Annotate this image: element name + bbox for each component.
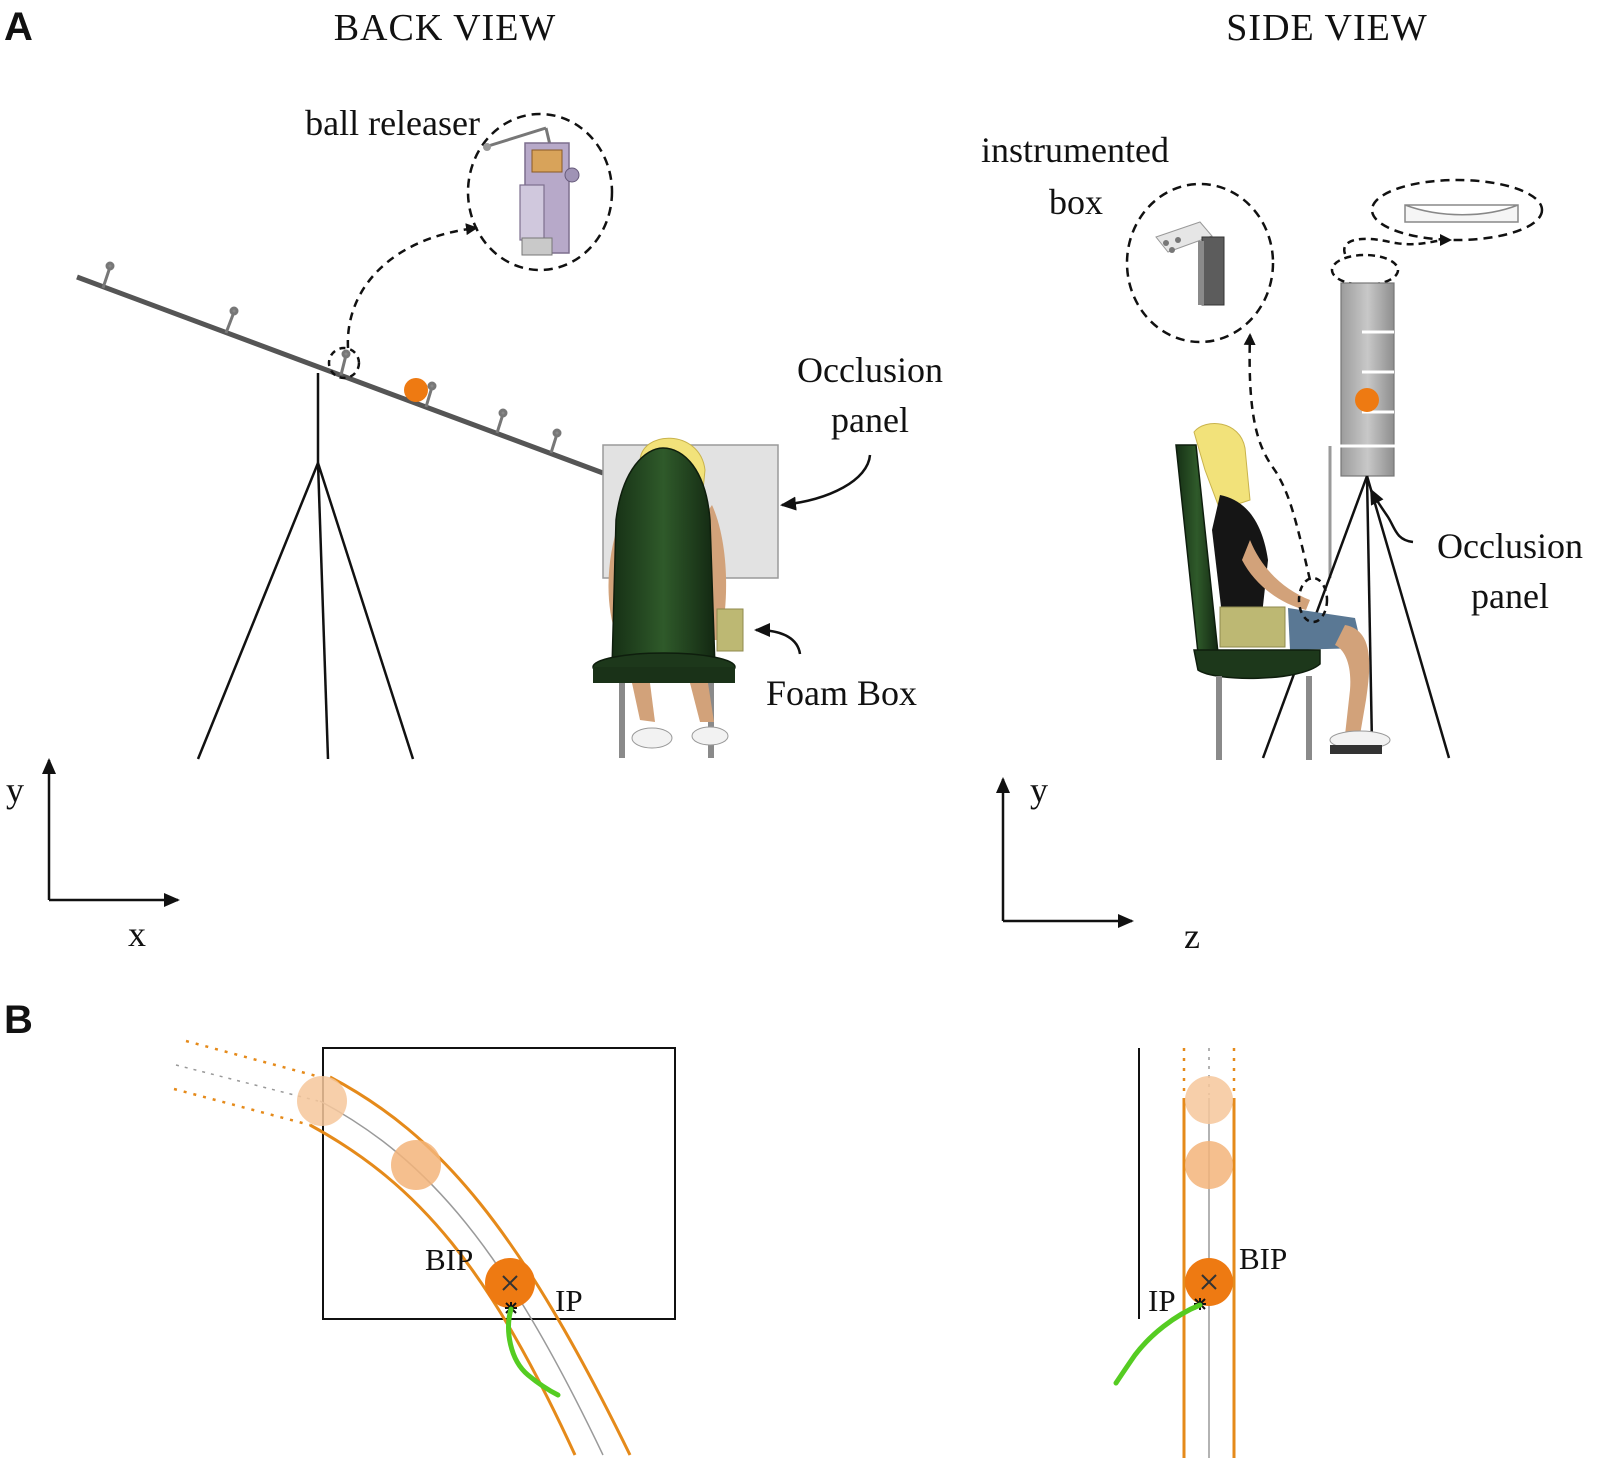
foam-box-label: Foam Box: [766, 673, 917, 713]
side-person-lower-leg: [1335, 625, 1370, 735]
back-axis-x-label: x: [128, 914, 146, 954]
tower-markers: [1332, 330, 1398, 448]
panel-b-right-bip-label: BIP: [1239, 1241, 1287, 1276]
side-person-arm: [1242, 540, 1310, 610]
side-person-torso: [1212, 495, 1268, 615]
releaser-zoom-arrow: [346, 223, 478, 349]
back-view-axes: [42, 758, 180, 907]
bip-marker: [502, 1275, 518, 1291]
side-ball-position-2: [1185, 1141, 1233, 1189]
tower-top-zoom-ellipse: [1370, 178, 1544, 242]
side-bip-marker: [1201, 1274, 1217, 1290]
side-view-axes: [996, 777, 1134, 928]
releaser-mount-highlight: [327, 346, 361, 380]
ball: [404, 378, 428, 402]
trajectory-upper-dotted: [185, 1039, 321, 1079]
person-left-shoe: [631, 727, 673, 749]
panel-b-left-bip-label: BIP: [425, 1242, 473, 1277]
instrumented-box-label-line1: instrumented: [981, 130, 1169, 170]
person-right-shoe: [691, 726, 729, 746]
hand-path: [506, 1306, 561, 1398]
hand-highlight: [1297, 576, 1329, 624]
side-hand-path: [1113, 1302, 1203, 1386]
trajectory-center: [319, 1100, 604, 1456]
tower-top-highlight: [1330, 253, 1400, 287]
side-ball-position-1: [1185, 1076, 1233, 1124]
ball-releaser-label: ball releaser: [305, 103, 480, 143]
tripod: [196, 373, 415, 760]
ramp-tower: [1340, 282, 1395, 477]
back-view-illustration: [76, 112, 872, 760]
trajectory-lower-boundary: [309, 1123, 577, 1456]
chair-back: [611, 447, 716, 669]
trajectory-lower-dotted: [173, 1087, 311, 1127]
occlusion-panel-label-line1: Occlusion: [797, 350, 943, 390]
occlusion-window: [322, 1047, 676, 1320]
rail-posts: [101, 261, 562, 454]
side-foam-box: [1219, 606, 1286, 648]
instrumented-box-label-line2: box: [1049, 182, 1103, 222]
releaser-zoom-circle: [466, 112, 614, 272]
side-view-title: SIDE VIEW: [1226, 7, 1427, 49]
ball-position-1: [297, 1076, 347, 1126]
panel-b-left-ip-label: IP: [555, 1283, 583, 1318]
trajectory-center-dotted: [175, 1064, 319, 1102]
instrumented-box-device: [1155, 221, 1225, 306]
side-person-hair: [1193, 423, 1251, 511]
trajectory-upper-boundary: [329, 1075, 632, 1456]
side-occlusion-label-line1: Occlusion: [1437, 526, 1583, 566]
foam-box-arrow: [754, 623, 802, 655]
panel-b-right-ip-label: IP: [1148, 1283, 1176, 1318]
panel-b-back-trajectory: [173, 1039, 676, 1456]
panel-b-side-trajectory: [1113, 1048, 1236, 1458]
person-right-leg: [690, 683, 714, 722]
person-left-leg: [632, 683, 655, 722]
side-axis-z-label: z: [1184, 916, 1200, 956]
ramp-rail: [76, 274, 604, 476]
back-axis-y-label: y: [6, 770, 24, 810]
side-view-illustration: [1125, 178, 1544, 760]
occlusion-panel-arrow: [780, 454, 872, 511]
chair-seat-front: [593, 667, 735, 683]
side-axis-y-label: y: [1030, 770, 1048, 810]
side-occlusion-label-line2: panel: [1471, 576, 1549, 616]
instrumented-box-arrow: [1243, 333, 1312, 581]
panel-b-letter: B: [4, 998, 33, 1042]
instrumented-box-zoom-circle: [1125, 182, 1275, 344]
tower-top-profile: [1404, 204, 1519, 223]
back-view-title: BACK VIEW: [334, 7, 557, 49]
foam-box: [716, 608, 744, 652]
panel-a-letter: A: [4, 5, 33, 49]
side-occlusion-arrow: [1369, 488, 1414, 544]
occlusion-panel-label-line2: panel: [831, 400, 909, 440]
tower-zoom-arrow: [1343, 234, 1452, 255]
side-chair-seat: [1193, 649, 1321, 680]
side-ball: [1355, 388, 1379, 412]
side-foot-plate: [1330, 745, 1382, 754]
ball-releaser-device: [483, 126, 580, 256]
ball-position-2: [391, 1140, 441, 1190]
